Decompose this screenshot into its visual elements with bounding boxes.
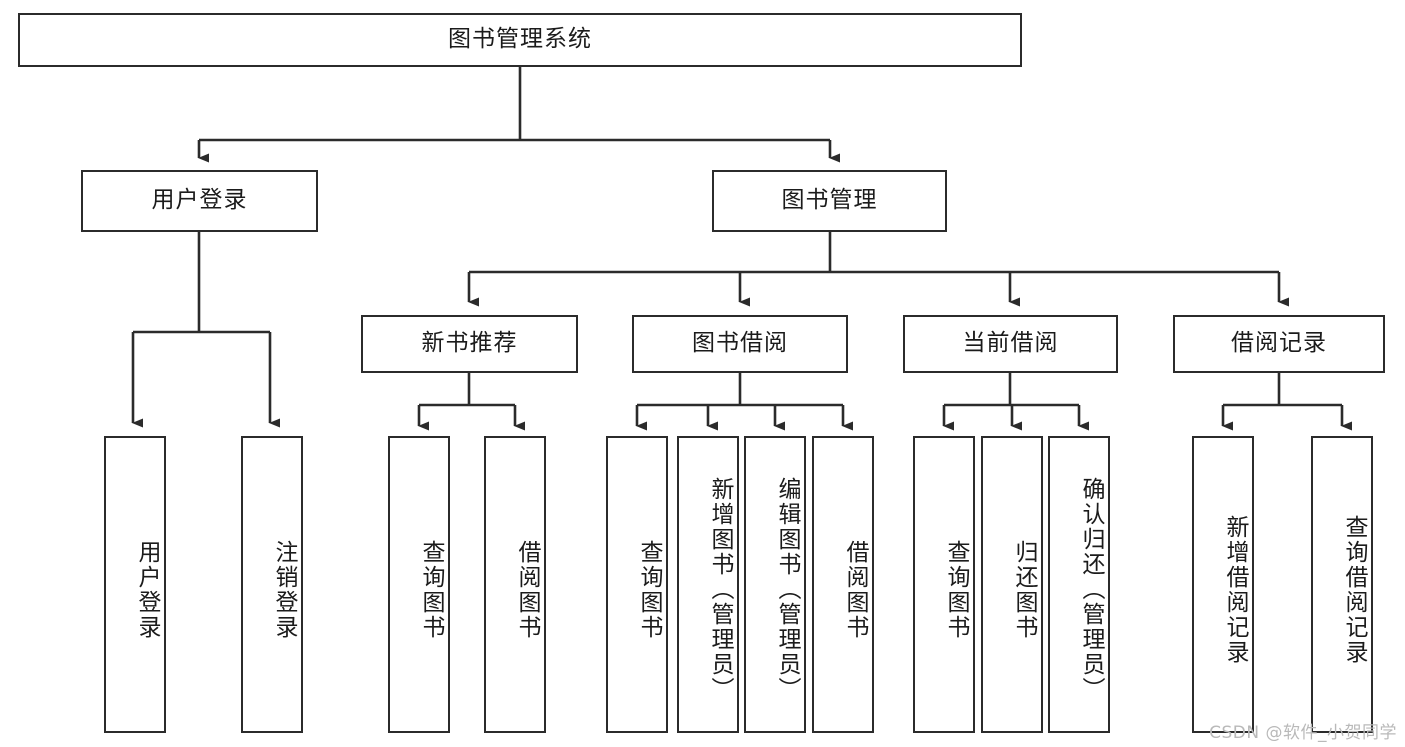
node-label: 图书借阅	[692, 330, 788, 357]
leaf-user-login-login[interactable]: 用户登录	[104, 436, 166, 733]
node-label: 用户登录	[151, 187, 248, 214]
leaf-current-borrow-query[interactable]: 查询图书	[913, 436, 975, 733]
node-label: 新书推荐	[421, 330, 518, 357]
node-label: 编辑图书（管理员）	[774, 477, 800, 702]
node-label: 图书管理系统	[448, 26, 592, 53]
node-borrow-record[interactable]: 借阅记录	[1173, 315, 1385, 373]
node-label: 查询图书	[636, 539, 662, 640]
node-current-borrow[interactable]: 当前借阅	[903, 315, 1118, 373]
leaf-book-borrow-edit[interactable]: 编辑图书（管理员）	[744, 436, 806, 733]
leaf-book-borrow-lend[interactable]: 借阅图书	[812, 436, 874, 733]
watermark: CSDN @软件_小贺同学	[1209, 723, 1397, 743]
node-label: 用户登录	[134, 539, 160, 640]
node-root-system[interactable]: 图书管理系统	[18, 13, 1022, 67]
node-user-login[interactable]: 用户登录	[81, 170, 318, 232]
node-label: 确认归还（管理员）	[1078, 477, 1104, 702]
node-label: 借阅图书	[842, 539, 868, 640]
node-label: 归还图书	[1011, 539, 1037, 640]
node-label: 查询图书	[943, 539, 969, 640]
leaf-borrow-record-query[interactable]: 查询借阅记录	[1311, 436, 1373, 733]
node-label: 新增图书（管理员）	[707, 477, 733, 702]
node-label: 查询图书	[418, 539, 444, 640]
node-label: 借阅图书	[514, 539, 540, 640]
node-new-book-recommend[interactable]: 新书推荐	[361, 315, 578, 373]
leaf-borrow-record-add[interactable]: 新增借阅记录	[1192, 436, 1254, 733]
leaf-current-borrow-return[interactable]: 归还图书	[981, 436, 1043, 733]
node-book-borrow[interactable]: 图书借阅	[632, 315, 848, 373]
node-label: 查询借阅记录	[1341, 514, 1367, 665]
leaf-book-borrow-add[interactable]: 新增图书（管理员）	[677, 436, 739, 733]
leaf-current-borrow-confirm[interactable]: 确认归还（管理员）	[1048, 436, 1110, 733]
node-label: 当前借阅	[962, 330, 1059, 357]
node-label: 新增借阅记录	[1222, 514, 1248, 665]
leaf-new-book-borrow[interactable]: 借阅图书	[484, 436, 546, 733]
leaf-new-book-query[interactable]: 查询图书	[388, 436, 450, 733]
node-label: 借阅记录	[1231, 330, 1327, 357]
node-label: 图书管理	[781, 187, 878, 214]
leaf-book-borrow-query[interactable]: 查询图书	[606, 436, 668, 733]
node-book-management[interactable]: 图书管理	[712, 170, 947, 232]
leaf-user-login-logout[interactable]: 注销登录	[241, 436, 303, 733]
node-label: 注销登录	[271, 539, 297, 640]
